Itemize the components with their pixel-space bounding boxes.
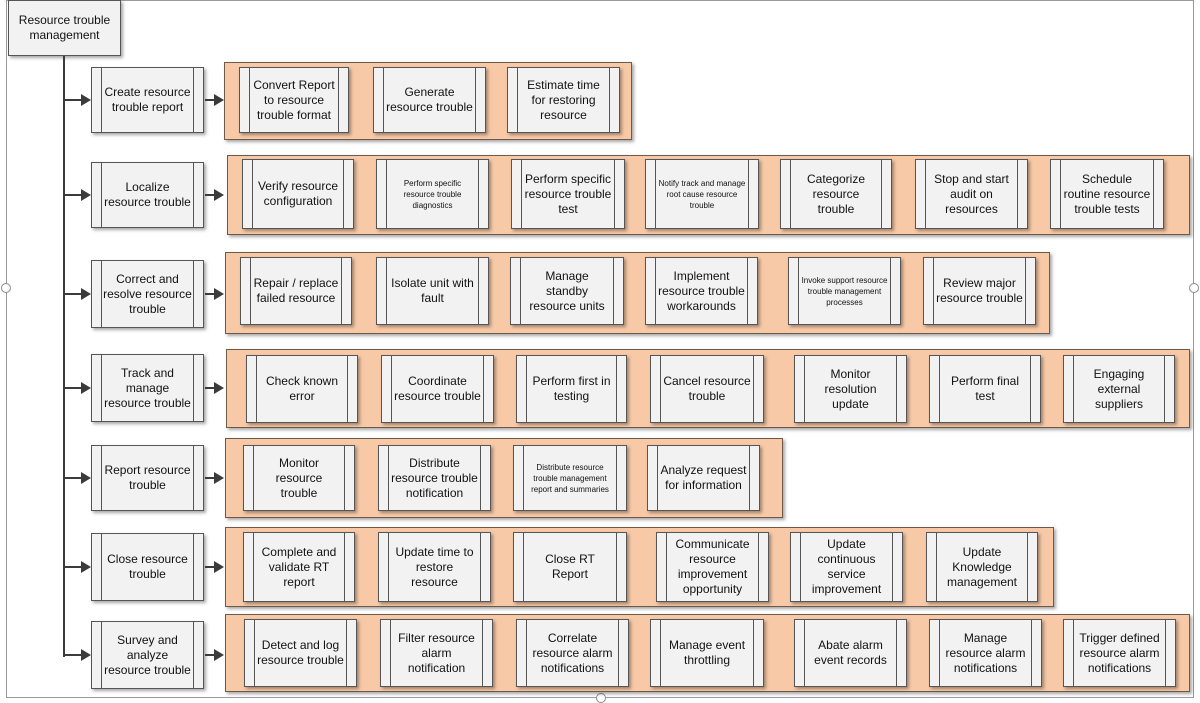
- task-node[interactable]: Coordinate resource trouble: [381, 355, 494, 423]
- connector-arrowhead: [81, 94, 91, 106]
- task-node[interactable]: Convert Report to resource trouble forma…: [239, 67, 349, 133]
- task-node[interactable]: Verify resource configuration: [242, 159, 354, 229]
- task-node[interactable]: Distribute resource trouble management r…: [513, 445, 627, 511]
- task-node[interactable]: Generate resource trouble: [373, 67, 486, 133]
- task-node[interactable]: Monitor resource trouble: [243, 445, 355, 511]
- task-node[interactable]: Close RT Report: [513, 532, 627, 602]
- task-node[interactable]: Perform final test: [929, 355, 1041, 423]
- root-node[interactable]: Resource trouble management: [8, 0, 121, 56]
- connector-arrowhead: [81, 382, 91, 394]
- connector-line: [205, 566, 215, 568]
- category-node-6[interactable]: Close resource trouble: [91, 533, 204, 601]
- task-node[interactable]: Update time to restore resource: [378, 532, 491, 602]
- task-node[interactable]: Stop and start audit on resources: [915, 159, 1028, 229]
- connector-arrowhead: [214, 288, 224, 300]
- connector-arrowhead: [214, 649, 224, 661]
- connector-line: [205, 293, 215, 295]
- category-node-4[interactable]: Track and manage resource trouble: [91, 354, 204, 422]
- task-node[interactable]: Check known error: [246, 355, 358, 423]
- task-group-6: [225, 527, 1054, 607]
- category-node-5[interactable]: Report resource trouble: [91, 445, 204, 511]
- task-node[interactable]: Cancel resource trouble: [650, 355, 764, 423]
- task-node[interactable]: Manage standby resource units: [510, 257, 624, 325]
- task-node[interactable]: Engaging external suppliers: [1063, 355, 1175, 423]
- task-node[interactable]: Perform first in testing: [516, 355, 627, 423]
- task-node[interactable]: Estimate time for restoring resource: [507, 67, 620, 133]
- connector-arrowhead: [81, 561, 91, 573]
- connector-line: [205, 387, 215, 389]
- category-node-7[interactable]: Survey and analyze resource trouble: [91, 621, 204, 689]
- connector-line: [64, 194, 82, 196]
- hierarchy-trunk-line: [63, 56, 65, 657]
- left-resize-handle[interactable]: [1, 283, 11, 293]
- category-node-1[interactable]: Create resource trouble report: [91, 67, 204, 133]
- connector-line: [64, 566, 82, 568]
- task-node[interactable]: Manage event throttling: [650, 619, 764, 687]
- task-node[interactable]: Communicate resource improvement opportu…: [656, 532, 769, 602]
- task-node[interactable]: Implement resource trouble workarounds: [645, 257, 758, 325]
- connector-line: [64, 477, 82, 479]
- connector-line: [64, 99, 82, 101]
- connector-arrowhead: [214, 472, 224, 484]
- connector-line: [205, 99, 215, 101]
- connector-arrowhead: [214, 189, 224, 201]
- task-node[interactable]: Notify track and manage root cause resou…: [645, 159, 759, 229]
- connector-arrowhead: [81, 288, 91, 300]
- connector-line: [64, 387, 82, 389]
- connector-line: [64, 293, 82, 295]
- task-node[interactable]: Invoke support resource trouble manageme…: [788, 257, 901, 325]
- bottom-resize-handle[interactable]: [596, 693, 606, 703]
- task-group-3: [225, 252, 1050, 334]
- connector-arrowhead: [214, 382, 224, 394]
- connector-arrowhead: [81, 472, 91, 484]
- task-node[interactable]: Correlate resource alarm notifications: [516, 619, 629, 687]
- task-node[interactable]: Update Knowledge management: [926, 532, 1038, 602]
- right-resize-handle[interactable]: [1189, 283, 1199, 293]
- task-node[interactable]: Monitor resolution update: [794, 355, 907, 423]
- task-node[interactable]: Schedule routine resource trouble tests: [1050, 159, 1164, 229]
- connector-arrowhead: [81, 649, 91, 661]
- task-node[interactable]: Perform specific resource trouble test: [511, 159, 625, 229]
- category-node-2[interactable]: Localize resource trouble: [91, 162, 204, 228]
- task-node[interactable]: Perform specific resource trouble diagno…: [376, 159, 489, 229]
- task-node[interactable]: Repair / replace failed resource: [240, 257, 352, 325]
- task-node[interactable]: Complete and validate RT report: [243, 532, 355, 602]
- connector-arrowhead: [214, 94, 224, 106]
- connector-arrowhead: [214, 561, 224, 573]
- task-node[interactable]: Trigger defined resource alarm notificat…: [1063, 619, 1176, 687]
- task-node[interactable]: Abate alarm event records: [794, 619, 907, 687]
- connector-arrowhead: [81, 189, 91, 201]
- task-node[interactable]: Distribute resource trouble notification: [378, 445, 491, 511]
- task-node[interactable]: Isolate unit with fault: [376, 257, 489, 325]
- task-node[interactable]: Detect and log resource trouble: [244, 619, 357, 687]
- connector-line: [205, 194, 215, 196]
- task-node[interactable]: Review major resource trouble: [923, 257, 1036, 325]
- connector-line: [64, 654, 82, 656]
- task-node[interactable]: Categorize resource trouble: [780, 159, 892, 229]
- connector-line: [205, 654, 215, 656]
- task-node[interactable]: Filter resource alarm notification: [380, 619, 493, 687]
- task-node[interactable]: Analyze request for information: [647, 445, 760, 511]
- task-node[interactable]: Manage resource alarm notifications: [929, 619, 1042, 687]
- task-node[interactable]: Update continuous service improvement: [790, 532, 903, 602]
- connector-line: [205, 477, 215, 479]
- category-node-3[interactable]: Correct and resolve resource trouble: [91, 260, 204, 328]
